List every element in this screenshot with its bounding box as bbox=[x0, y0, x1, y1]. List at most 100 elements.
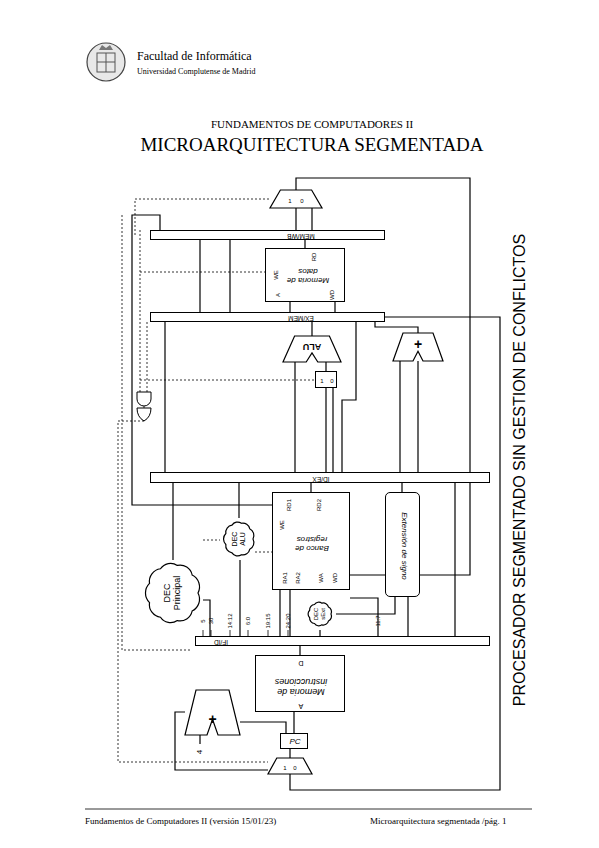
port-label: RA2 bbox=[295, 572, 302, 584]
node-label: ALU bbox=[303, 341, 322, 351]
pipeline-register: EX/MEM bbox=[150, 312, 385, 322]
wire-connector bbox=[417, 361, 418, 472]
wire-connector bbox=[311, 322, 312, 336]
wire-connector bbox=[164, 322, 165, 472]
decoder-cloud: DEC sExt bbox=[304, 598, 336, 630]
wire-connector bbox=[289, 302, 290, 312]
port-label: RA1 bbox=[282, 572, 289, 584]
data-memory: Memoria de datosWERDAWD bbox=[265, 248, 345, 302]
node-label: Memoria de instrucciones bbox=[270, 676, 332, 696]
emblem-line bbox=[97, 62, 115, 63]
header-text: FUNDAMENTOS DE COMPUTADORES II bbox=[211, 118, 413, 130]
adder: + bbox=[185, 690, 240, 735]
node-label: + bbox=[414, 337, 422, 352]
decoder-cloud: DEC ALU bbox=[220, 518, 258, 560]
port-label: WD bbox=[332, 573, 339, 583]
side-caption: PROCESADOR SEGMENTADO SIN GESTION DE CON… bbox=[511, 234, 529, 706]
control-line bbox=[255, 552, 272, 553]
alu-shape bbox=[283, 336, 341, 362]
multiplexer: 10 bbox=[315, 371, 337, 388]
multiplexer-shape bbox=[270, 190, 322, 208]
multiplexer-shape bbox=[268, 758, 312, 774]
node-label: PC bbox=[289, 738, 300, 747]
node-label: Extensión de signo bbox=[399, 496, 408, 596]
alu: ALU bbox=[283, 336, 341, 362]
instruction-memory: Memoria de instruccionesAD bbox=[255, 655, 345, 712]
wire-connector bbox=[239, 560, 240, 636]
and-gate bbox=[137, 392, 151, 406]
node-label: ID/EX bbox=[313, 475, 330, 482]
port-label: 0 bbox=[330, 377, 333, 384]
wire-connector bbox=[325, 362, 326, 371]
multiplexer-outline bbox=[268, 758, 312, 774]
wire-connector bbox=[199, 240, 200, 312]
wire-connector bbox=[336, 597, 395, 614]
wire-connector bbox=[299, 646, 300, 655]
wire-connector bbox=[289, 590, 290, 636]
node-label: + bbox=[208, 712, 216, 727]
port-label: RD1 bbox=[286, 499, 293, 511]
port-label: 0 bbox=[300, 198, 303, 205]
control-line bbox=[122, 640, 190, 650]
register-file: Banco de registrosRD1RD2WERA1RA2WAWD bbox=[272, 492, 350, 590]
control-line bbox=[122, 215, 123, 640]
or-gate bbox=[137, 408, 151, 421]
port-label: A bbox=[299, 702, 304, 710]
node-label: DEC sExt bbox=[313, 603, 326, 625]
bit-field-label: 30 bbox=[208, 618, 215, 625]
port-label: WD bbox=[329, 290, 336, 300]
bit-field-label: 4 bbox=[196, 750, 205, 754]
footer-rule bbox=[85, 809, 532, 810]
control-line bbox=[203, 540, 220, 541]
control-line bbox=[140, 272, 265, 273]
decoder-cloud-shape bbox=[224, 522, 254, 556]
node-label: IF/ID bbox=[214, 638, 228, 645]
wire-connector bbox=[240, 722, 286, 733]
page-title: MICROARQUITECTURA SEGMENTADA bbox=[140, 135, 483, 156]
port-label: WA bbox=[318, 573, 325, 582]
node-label: DEC Principal bbox=[163, 571, 183, 615]
port-label: WE bbox=[273, 270, 280, 280]
emblem-shield bbox=[97, 53, 115, 72]
bit-field-label: 11:7 bbox=[375, 615, 382, 626]
wire-connector bbox=[454, 483, 455, 636]
node-label: 1 bbox=[288, 198, 291, 205]
footer-text: Fundamentos de Computadores II (versión … bbox=[85, 817, 276, 827]
wire bbox=[342, 322, 356, 472]
wire-connector bbox=[238, 483, 239, 518]
header-text: Facultad de Informática bbox=[137, 50, 252, 63]
sign-extender: Extensión de signo bbox=[385, 492, 420, 597]
wire bbox=[334, 302, 335, 312]
wire-connector bbox=[304, 240, 305, 248]
wire-connector bbox=[325, 388, 326, 472]
adder-shape bbox=[185, 690, 240, 735]
wire-connector bbox=[295, 208, 296, 230]
emblem bbox=[87, 43, 125, 81]
adder: + bbox=[393, 333, 443, 361]
node-label: EX/MEM bbox=[288, 314, 314, 321]
bit-field-label: 6:0 bbox=[245, 617, 252, 625]
port-label: RD2 bbox=[316, 499, 323, 511]
decoder-cloud: DEC Principal bbox=[143, 560, 203, 626]
node-label: DEC ALU bbox=[231, 528, 246, 550]
wire-connector bbox=[132, 215, 272, 505]
wire-connector bbox=[407, 597, 408, 636]
control-line bbox=[140, 230, 141, 392]
node-label: 1 bbox=[320, 377, 323, 384]
wire bbox=[350, 598, 378, 636]
port-label: 0 bbox=[293, 765, 296, 772]
multiplexer-outline bbox=[270, 190, 322, 208]
bit-field-label: 14:12 bbox=[227, 613, 234, 628]
port-label: WE bbox=[279, 520, 286, 530]
node-label: 1 bbox=[283, 765, 286, 772]
emblem-crown bbox=[99, 45, 113, 50]
wire-connector bbox=[375, 322, 418, 333]
control-line bbox=[140, 380, 315, 381]
bit-field-label: 5 bbox=[200, 619, 207, 622]
pipeline-register: ID/EX bbox=[150, 472, 490, 483]
wire-connector bbox=[289, 749, 290, 758]
port-label: RD bbox=[311, 253, 318, 262]
multiplexer: 10 bbox=[268, 758, 312, 774]
